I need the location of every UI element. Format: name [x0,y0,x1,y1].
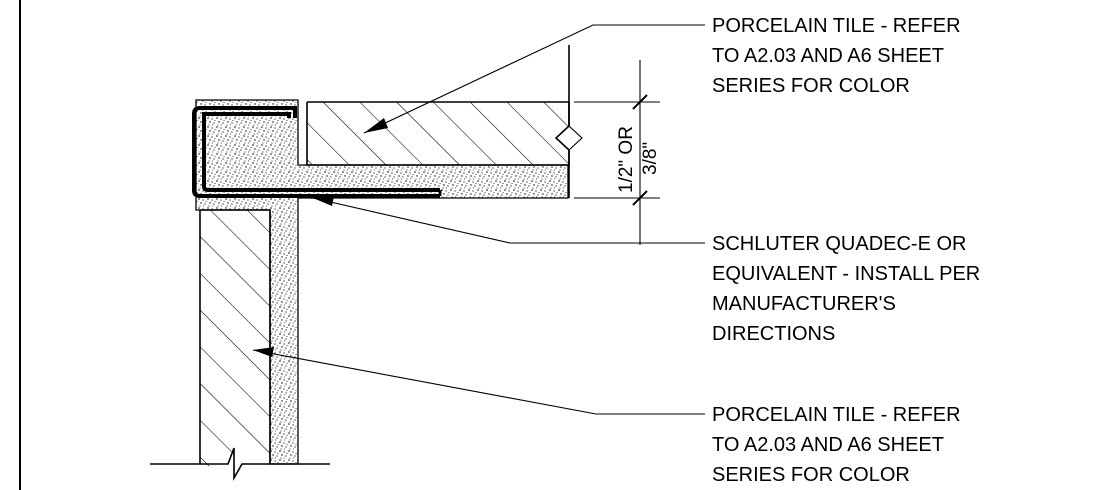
note-top: PORCELAIN TILE - REFER TO A2.03 AND A6 S… [712,15,961,97]
note-middle-line-4: DIRECTIONS [712,323,835,345]
schluter-edge-profile [192,106,442,198]
note-bottom-line-3: SERIES FOR COLOR [712,464,910,486]
dimension-label-line2: 3/8" [640,142,661,175]
note-middle-line-3: MANUFACTURER'S [712,293,896,315]
leader-lines [252,24,705,415]
note-top-line-2: TO A2.03 AND A6 SHEET [712,45,944,67]
note-middle-line-2: EQUIVALENT - INSTALL PER [712,263,980,285]
wall-tile [199,209,271,472]
note-middle: SCHLUTER QUADEC-E OR EQUIVALENT - INSTAL… [712,233,980,345]
bottom-break-line [150,447,330,482]
note-bottom-line-2: TO A2.03 AND A6 SHEET [712,434,944,456]
note-bottom-line-1: PORCELAIN TILE - REFER [712,404,961,426]
top-tile [306,45,583,198]
note-top-line-3: SERIES FOR COLOR [712,75,910,97]
note-middle-line-1: SCHLUTER QUADEC-E OR [712,233,966,255]
dimension-label-line1: 1/2" OR [616,126,637,193]
note-top-line-1: PORCELAIN TILE - REFER [712,15,961,37]
dimension-marks [574,60,660,245]
note-bottom: PORCELAIN TILE - REFER TO A2.03 AND A6 S… [712,404,961,486]
